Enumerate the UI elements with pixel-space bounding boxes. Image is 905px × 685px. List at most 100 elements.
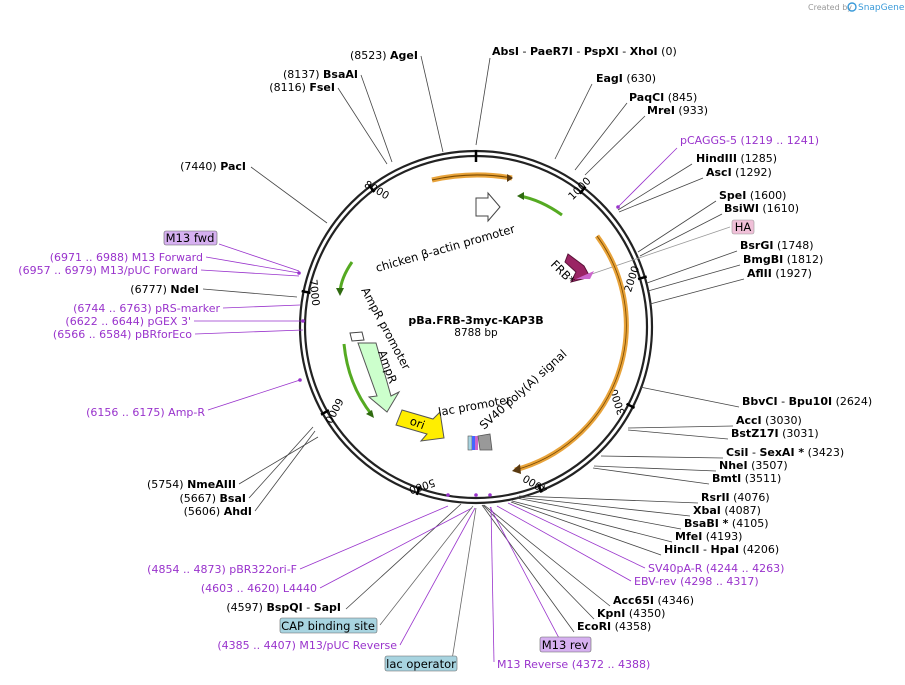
leader-line [637,200,717,253]
site-part: (4346) [654,594,694,607]
leader-line [627,429,729,440]
site-part: CsiI [726,446,748,459]
site-label-ahdi: (5606) AhdI [184,505,252,518]
primer-labels: pCAGGS-5 (1219 .. 1241)SV40pA-R (4244 ..… [18,134,819,671]
site-part: - [619,45,630,58]
leader-line [579,226,731,279]
leader-line [319,507,473,589]
site-part: (1748) [773,239,813,252]
site-label-bspqi: (4597) BspQI - SapI [226,601,341,614]
leader-line [618,177,704,213]
plasmid-name: pBa.FRB-3myc-KAP3B [408,314,543,327]
site-part: (1600) [746,189,786,202]
ruler-tick [415,485,421,496]
leader-line [516,496,691,517]
site-label-bbvci: BbvCI - Bpu10I (2624) [742,395,872,408]
green-arrow-top-icon [517,192,524,200]
site-part: EcoRI [577,620,611,633]
leader-line [483,504,611,607]
site-part: - [573,45,584,58]
leader-line [496,505,632,582]
primer-label-sv40pa: SV40pA-R (4244 .. 4263) [648,562,784,575]
chicken-promoter-arrow-icon [475,191,501,223]
site-part: (4206) [739,543,779,556]
site-part: (8116) [269,81,309,94]
leader-line [451,507,477,661]
site-part: RsrII [701,491,730,504]
site-part: AccI [736,414,762,427]
site-part: (5667) [179,492,219,505]
leader-line [518,495,699,504]
site-part: BbvCI [742,395,778,408]
primer-site-marker [488,493,492,497]
site-part: Bpu10I [789,395,833,408]
site-part: XhoI [630,45,658,58]
site-part: (1812) [783,253,823,266]
primer-label-pbr322: (4854 .. 4873) pBR322ori-F [147,563,297,576]
site-label-asci: AscI (1292) [706,166,772,179]
leader-line [593,465,717,472]
site-part: XbaI [693,504,721,517]
leader-line [345,503,462,610]
ori-label: ori [408,414,427,432]
cap-site-icon [467,435,473,451]
site-part: (5606) [184,505,224,518]
site-label-hincii: HincII - HpaI (4206) [664,543,779,556]
site-part: BsaAI [323,68,358,81]
cap-binding-box [279,617,378,634]
site-part: HindIII [696,152,737,165]
leader-line [592,467,710,485]
site-part: (3423) [804,446,844,459]
site-label-bsrgi: BsrGI (1748) [740,239,814,252]
site-part: Acc65I [613,594,654,607]
m13-rev-label: M13 rev [542,638,589,652]
site-part: (4358) [611,620,651,633]
ruler-tick [367,184,376,193]
ruler-tick [537,483,543,493]
site-part: (4087) [721,504,761,517]
cap-binding-label: CAP binding site [281,619,375,633]
sv40-feature-icon [477,433,493,451]
green-arrow-ampr [342,343,374,416]
ruler-tick [637,275,648,281]
m13-fwd-label: M13 fwd [166,231,215,245]
site-part: (4597) [226,601,266,614]
primer-label-m13rev: M13 Reverse (4372 .. 4388) [497,658,650,671]
primer-label-m13fwd: (6971 .. 6988) M13 Forward [50,251,203,264]
site-part: (6777) [130,283,170,296]
leader-line [222,304,301,309]
green-arrow-left [338,261,354,293]
site-part: NdeI [170,283,199,296]
primer-site-marker [446,493,450,497]
site-part: - [778,395,789,408]
leader-line [507,502,646,569]
m13-rev-box [539,636,592,653]
ruler-label: 7000 [307,279,322,307]
site-label-rsrii: RsrII (4076) [701,491,770,504]
site-label-csii: CsiI - SexAI * (3423) [726,446,844,459]
leader-line [510,501,662,556]
orange-feature-right-outline [514,235,627,471]
site-label-absi: AbsI - PaeR7I - PspXI - XhoI (0) [492,45,677,58]
site-part: BsrGI [740,239,773,252]
leader-line [238,436,319,485]
primer-label-l4440: (4603 .. 4620) L4440 [201,582,317,595]
site-label-nhei: NheI (3507) [719,459,788,472]
site-part: SpeI [719,189,746,202]
site-part: (2624) [832,395,872,408]
site-part: PaqCI [629,91,664,104]
site-part: (845) [664,91,697,104]
lac-operator-label: lac operator [386,657,456,671]
primer-label-pgex: (6622 .. 6644) pGEX 3' [65,315,191,328]
site-part: (8523) [350,49,390,62]
site-part: (4105) [728,517,768,530]
site-part: (1292) [732,166,772,179]
leader-line [646,250,738,284]
sv40-label: SV40 poly(A) signal [477,347,570,433]
leader-line [379,505,474,626]
site-label-mrei: MreI (933) [647,104,708,117]
leader-line [649,278,745,305]
site-part: AhdI [224,505,252,518]
leader-line [475,57,491,146]
